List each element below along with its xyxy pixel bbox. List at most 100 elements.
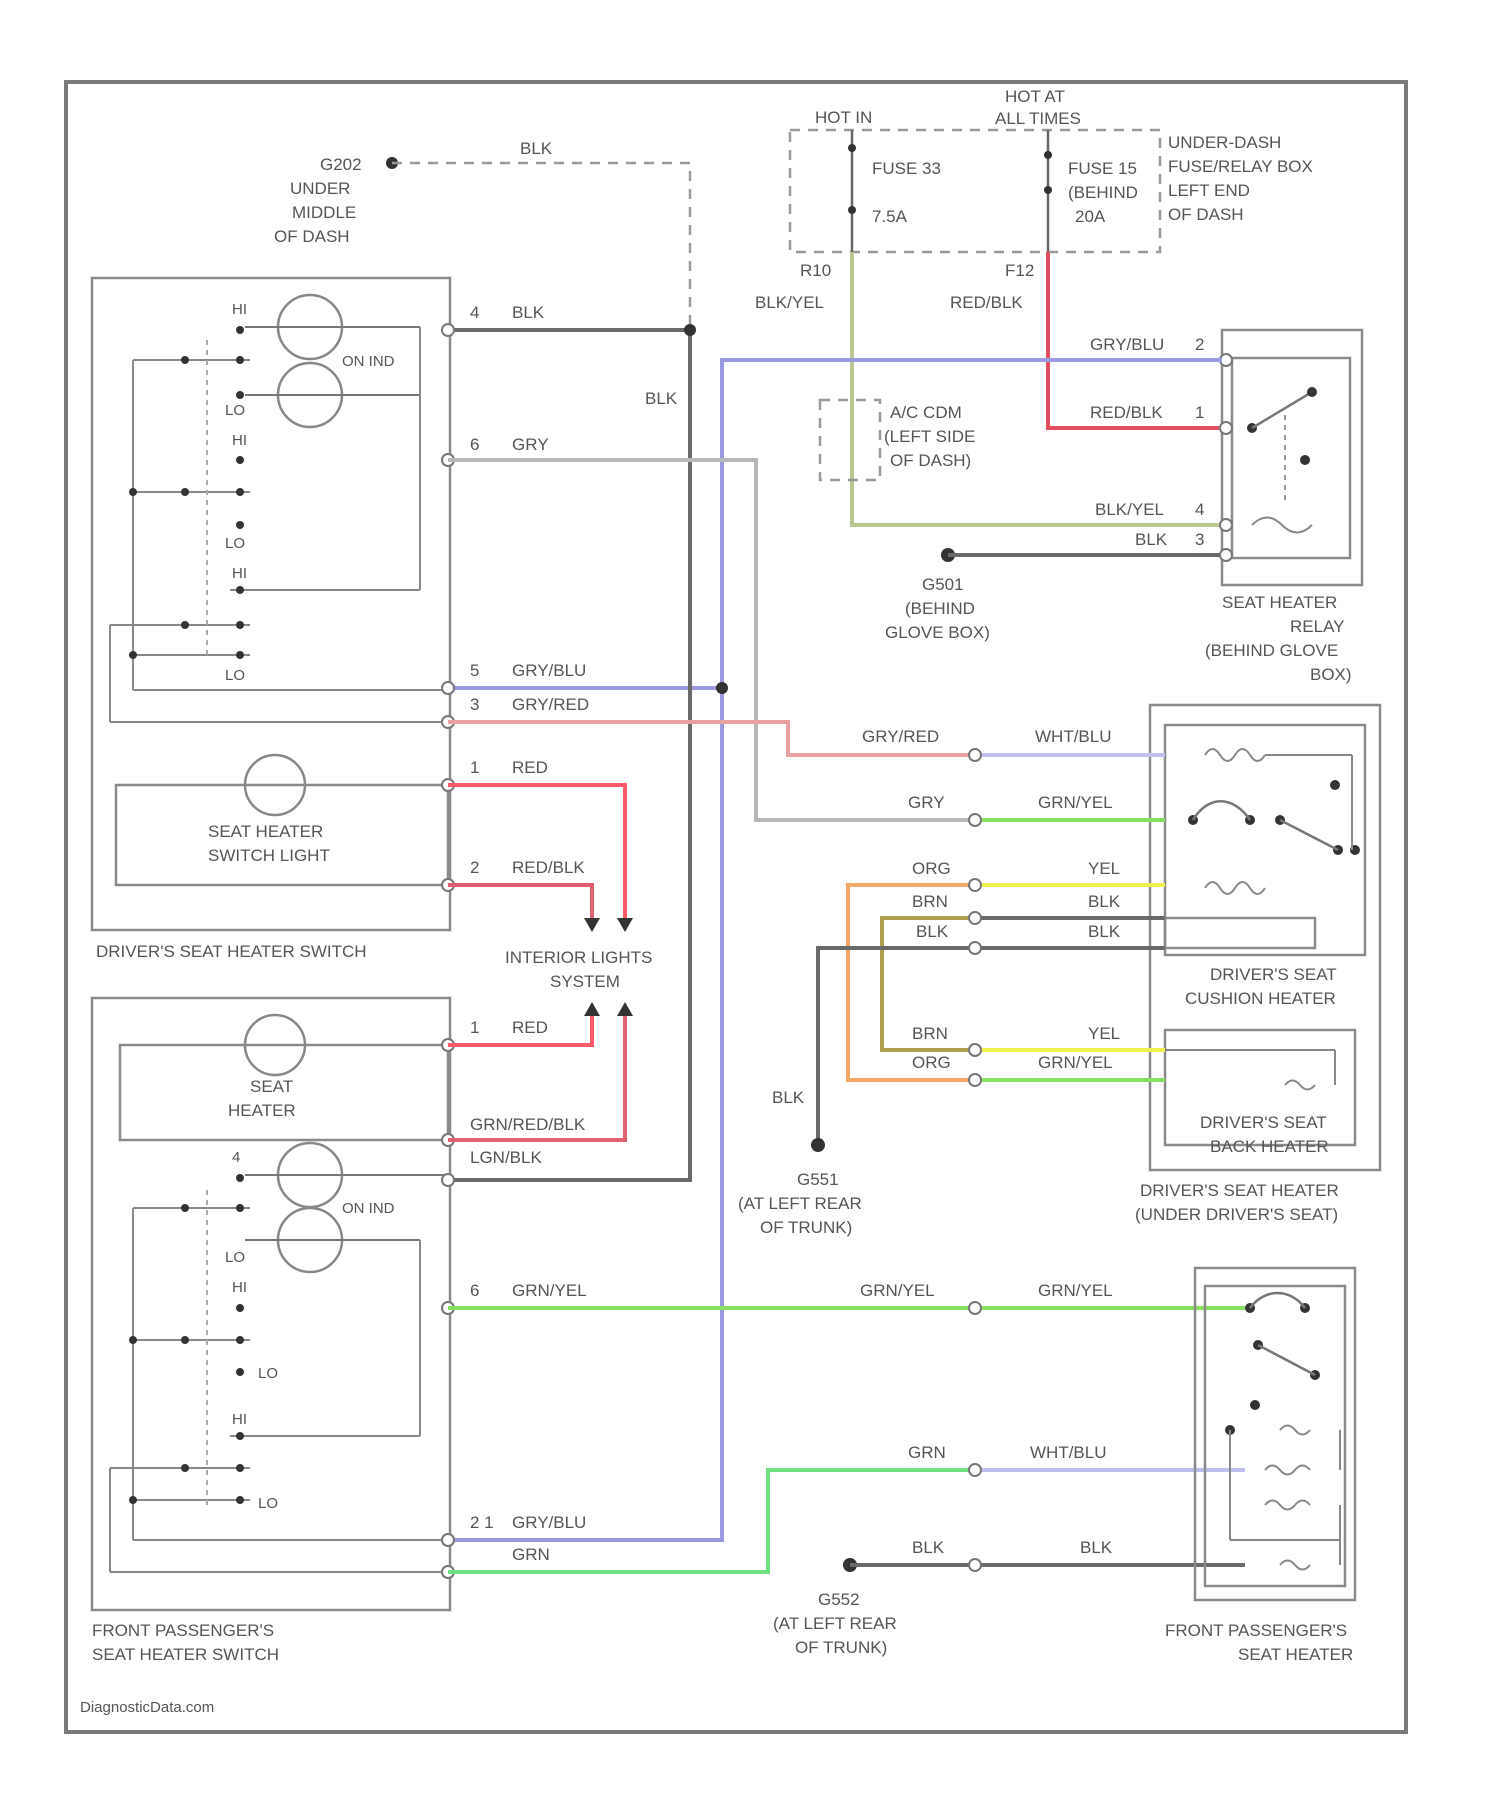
ud-box-3: LEFT END <box>1168 181 1250 200</box>
ac-cdm-2: (LEFT SIDE <box>884 427 975 446</box>
dsw-pin-6: 6 <box>470 435 479 454</box>
f12-label: F12 <box>1005 261 1034 280</box>
c-gry-red: GRY/RED <box>862 727 939 746</box>
dsw-pin-2: 2 <box>470 858 479 877</box>
g551-at: (AT LEFT REAR <box>738 1194 862 1213</box>
psw-on-ind: ON IND <box>342 1200 395 1217</box>
c-grn-yel2: GRN/YEL <box>1038 1053 1113 1072</box>
cushion-1: DRIVER'S SEAT <box>1210 965 1337 984</box>
psw-lo-3: LO <box>258 1495 278 1512</box>
cushion-2: CUSHION HEATER <box>1185 989 1336 1008</box>
c-yel2: YEL <box>1088 1024 1120 1043</box>
ac-cdm: A/C CDM (LEFT SIDE OF DASH) <box>820 400 975 480</box>
dsw-w-gry-blu: GRY/BLU <box>512 661 586 680</box>
c-blk2: BLK <box>916 922 949 941</box>
switch-light-2: SWITCH LIGHT <box>208 846 330 865</box>
p-wht-blu: WHT/BLU <box>1030 1443 1107 1462</box>
dsw-pin-5: 5 <box>470 661 479 680</box>
c-grn-yel: GRN/YEL <box>1038 793 1113 812</box>
driver-seat-heater-switch: HI LO HI LO HI LO ON IND SEAT HEATER SWI… <box>92 278 589 961</box>
psw-w-grn: GRN <box>512 1545 550 1564</box>
c-brn2: BRN <box>912 1024 948 1043</box>
g501-label: G501 <box>922 575 964 594</box>
c-org: ORG <box>912 859 951 878</box>
dsw-hi-3: HI <box>232 565 247 582</box>
g202-ground: G202 UNDER MIDDLE OF DASH BLK <box>274 139 690 330</box>
c-blk: BLK <box>1088 892 1121 911</box>
dsw-pin-4: 4 <box>470 303 479 322</box>
dsh-1: DRIVER'S SEAT HEATER <box>1140 1181 1339 1200</box>
ud-box-2: FUSE/RELAY BOX <box>1168 157 1313 176</box>
dsw-hi-2: HI <box>232 432 247 449</box>
relay-red-blk: RED/BLK <box>1090 403 1163 422</box>
psw-w-grn-yel: GRN/YEL <box>512 1281 587 1300</box>
interior-lights-2: SYSTEM <box>550 972 620 991</box>
g552-trunk: OF TRUNK) <box>795 1638 887 1657</box>
dsw-w-gry-red: GRY/RED <box>512 695 589 714</box>
passenger-seat-heater: FRONT PASSENGER'S SEAT HEATER <box>1165 1268 1355 1664</box>
dsw-pin-1: 1 <box>470 758 479 777</box>
psw-w-red-blk: GRN/RED/BLK <box>470 1115 586 1134</box>
relay-pin-3: 3 <box>1195 530 1204 549</box>
g501-ground: G501 (BEHIND GLOVE BOX) <box>885 548 1222 642</box>
dsw-lo-3: LO <box>225 667 245 684</box>
ud-box-4: OF DASH <box>1168 205 1244 224</box>
back-2: BACK HEATER <box>1210 1137 1329 1156</box>
passenger-seat-heater-switch: SEAT HEATER 4 LO HI LO HI LO <box>92 998 587 1664</box>
g551-label: G551 <box>797 1170 839 1189</box>
pass-switch-2: SEAT HEATER SWITCH <box>92 1645 279 1664</box>
seat-heater-relay: GRY/BLU 2 RED/BLK 1 BLK/YEL 4 BLK 3 SEAT… <box>1090 330 1362 684</box>
ac-cdm-1: A/C CDM <box>890 403 962 422</box>
seat-heater-2: HEATER <box>228 1101 296 1120</box>
hot-at-label: HOT AT <box>1005 87 1065 106</box>
g202-under: UNDER <box>290 179 350 198</box>
g551-blk: BLK <box>772 1088 805 1107</box>
r10-label: R10 <box>800 261 831 280</box>
p-grn-yel2: GRN/YEL <box>860 1281 935 1300</box>
fuse-33-amp: 7.5A <box>872 207 908 226</box>
dsw-hi-1: HI <box>232 301 247 318</box>
p-blk2: BLK <box>1080 1538 1113 1557</box>
cushion-connector: GRY/RED WHT/BLU GRY GRN/YEL ORG YEL BRN … <box>862 727 1121 1086</box>
fuse-15-loc: (BEHIND <box>1068 183 1138 202</box>
blk-top-label: BLK <box>520 139 553 158</box>
seat-heater-1: SEAT <box>250 1077 293 1096</box>
c-brn: BRN <box>912 892 948 911</box>
psw-hi-3: HI <box>232 1411 247 1428</box>
relay-pin-4: 4 <box>1195 500 1204 519</box>
pass-heater-1: FRONT PASSENGER'S <box>1165 1621 1347 1640</box>
c-org2: ORG <box>912 1053 951 1072</box>
dsw-w-red-blk: RED/BLK <box>512 858 585 877</box>
dsw-lo-2: LO <box>225 535 245 552</box>
p-grn-yel3: GRN/YEL <box>1038 1281 1113 1300</box>
relay-blk-yel: BLK/YEL <box>1095 500 1164 519</box>
p-blk: BLK <box>912 1538 945 1557</box>
relay-blk: BLK <box>1135 530 1168 549</box>
g552-at: (AT LEFT REAR <box>773 1614 897 1633</box>
dsw-lo-1: LO <box>225 402 245 419</box>
psw-w-red: RED <box>512 1018 548 1037</box>
relay-name-3: (BEHIND GLOVE <box>1205 641 1338 660</box>
dsw-on-ind: ON IND <box>342 353 395 370</box>
c-yel: YEL <box>1088 859 1120 878</box>
relay-pin-2: 2 <box>1195 335 1204 354</box>
driver-seat-heater: DRIVER'S SEAT CUSHION HEATER DRIVER'S SE… <box>1135 705 1380 1224</box>
fuse-15-label: FUSE 15 <box>1068 159 1137 178</box>
all-times-label: ALL TIMES <box>995 109 1081 128</box>
g501-glove: GLOVE BOX) <box>885 623 990 642</box>
psw-pin-4-top: 4 <box>232 1149 240 1166</box>
dsw-w-gry: GRY <box>512 435 549 454</box>
c-wht-blu: WHT/BLU <box>1035 727 1112 746</box>
relay-pin-1: 1 <box>1195 403 1204 422</box>
back-1: DRIVER'S SEAT <box>1200 1113 1327 1132</box>
relay-name-4: BOX) <box>1310 665 1352 684</box>
switch-light-1: SEAT HEATER <box>208 822 323 841</box>
psw-pin-21: 2 1 <box>470 1513 494 1532</box>
pass-heater-2: SEAT HEATER <box>1238 1645 1353 1664</box>
relay-name-1: SEAT HEATER <box>1222 593 1337 612</box>
dsw-w-red: RED <box>512 758 548 777</box>
psw-pin-1: 1 <box>470 1018 479 1037</box>
psw-hi-2: HI <box>232 1279 247 1296</box>
p-grn2: GRN <box>908 1443 946 1462</box>
